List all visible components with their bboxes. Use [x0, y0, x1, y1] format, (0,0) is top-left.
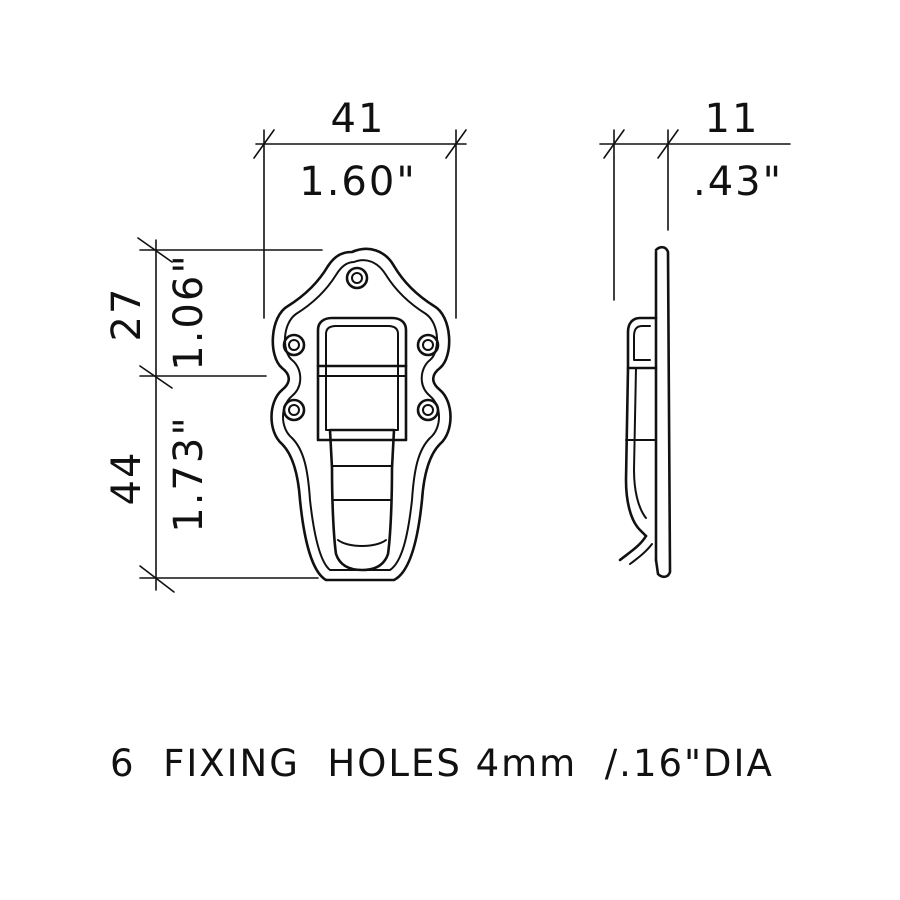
lever-arm: [328, 428, 396, 572]
lower-height-mm-label: 44: [104, 451, 150, 506]
height-dimensions: 27 1.06" 44 1.73": [104, 237, 323, 593]
lower-height-inch-label: 1.73": [166, 415, 212, 532]
fixing-hole-lower-right: [416, 398, 440, 422]
depth-mm-label: 11: [705, 96, 760, 142]
side-lever-tip-inner: [629, 543, 653, 565]
side-hook-bracket: [626, 316, 658, 370]
fixing-holes-note: 6 FIXING HOLES 4mm /.16"DIA: [110, 742, 774, 785]
fixing-hole-upper-right-inner: [422, 339, 434, 351]
upper-height-inch-label: 1.06": [166, 253, 212, 370]
width-tick-right: [445, 129, 467, 159]
depth-tick-right: [657, 129, 679, 159]
depth-inch-label: .43": [693, 159, 783, 205]
side-lever-tip: [618, 534, 648, 562]
side-lever-inner: [633, 367, 647, 519]
fixing-hole-lower-right-inner: [422, 404, 434, 416]
side-hook-bracket-inner: [633, 325, 651, 361]
width-inch-label: 1.60": [299, 159, 416, 205]
fixing-holes: [282, 266, 440, 422]
width-dimension: 41 1.60": [253, 96, 467, 319]
fixing-hole-top: [345, 266, 369, 290]
fixing-hole-upper-right: [416, 333, 440, 357]
lever-tip-curve: [337, 539, 387, 547]
height-tick-mid: [139, 365, 173, 389]
bail-frame: [316, 316, 408, 442]
back-plate-outline: [270, 247, 452, 582]
side-base-plate: [654, 245, 672, 579]
bail-frame-inner: [325, 325, 399, 431]
fixing-hole-upper-left-inner: [288, 339, 300, 351]
back-plate-inner-outline: [282, 259, 440, 571]
latch-side-view: [618, 245, 672, 579]
depth-dimension: 11 .43": [599, 96, 791, 301]
width-tick-left: [253, 129, 275, 159]
fixing-hole-top-inner: [351, 272, 363, 284]
side-lever: [624, 366, 648, 538]
height-tick-bottom: [139, 565, 175, 593]
height-tick-top: [137, 237, 173, 263]
upper-height-mm-label: 27: [104, 287, 150, 342]
fixing-hole-lower-left-inner: [288, 404, 300, 416]
depth-tick-left: [603, 129, 625, 159]
fixing-hole-lower-left: [282, 398, 306, 422]
latch-front-view: [270, 247, 452, 582]
fixing-hole-upper-left: [282, 333, 306, 357]
width-mm-label: 41: [331, 96, 386, 142]
